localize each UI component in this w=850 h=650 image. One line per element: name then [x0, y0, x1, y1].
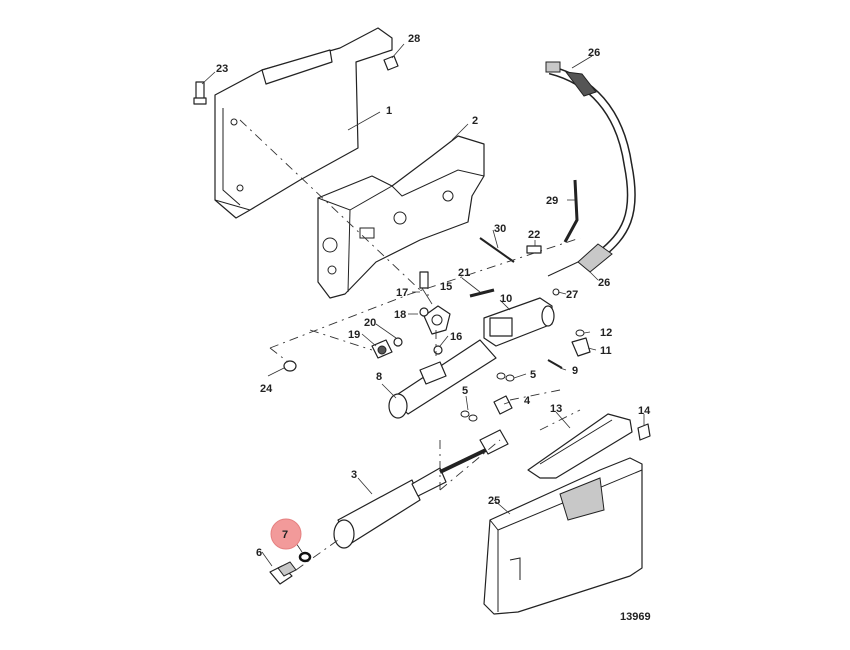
callout-4: 4 [524, 395, 531, 407]
callout-29: 29 [546, 195, 558, 207]
callout-30: 30 [494, 223, 506, 235]
part-15-bracket-fitting [423, 305, 451, 335]
callout-13: 13 [550, 403, 562, 415]
callout-6: 6 [256, 547, 262, 559]
part-16-nut [433, 345, 443, 355]
callout-15: 15 [440, 281, 452, 293]
part-22-pin [526, 245, 542, 254]
callout-17: 17 [396, 287, 408, 299]
callout-2: 2 [472, 115, 478, 127]
part-28-nut [383, 55, 399, 71]
part-5-o-ring-lower-a [460, 410, 470, 418]
callout-25: 25 [488, 495, 500, 507]
callout-10: 10 [500, 293, 512, 305]
part-3-actuator-cylinder [333, 429, 509, 549]
callout-21: 21 [458, 267, 470, 279]
callout-12: 12 [600, 327, 612, 339]
callout-1: 1 [386, 105, 392, 117]
part-19-fitting [371, 339, 393, 359]
diagram-id: 13969 [620, 611, 651, 623]
part-21-rod [469, 288, 495, 298]
callout-26-lower: 26 [598, 277, 610, 289]
part-29-tube [563, 179, 579, 243]
part-11-elbow-fitting [571, 337, 591, 357]
part-8-cylinder [388, 339, 497, 419]
callout-8: 8 [376, 371, 382, 383]
part-13-bracket [527, 413, 633, 479]
part-12-o-ring [575, 329, 585, 337]
part-26-hose [545, 61, 636, 277]
callout-19: 19 [348, 329, 360, 341]
callout-11: 11 [600, 345, 612, 357]
callout-labels: 1 2 3 4 5 5 6 7 8 9 10 11 12 13 14 15 16… [216, 33, 651, 623]
callout-20: 20 [364, 317, 376, 329]
callout-27: 27 [566, 289, 578, 301]
part-24-cap [283, 360, 297, 372]
alignment-lines [239, 119, 581, 571]
callout-7: 7 [282, 529, 288, 541]
callout-3: 3 [351, 469, 357, 481]
part-7-o-ring [298, 551, 312, 563]
part-18-washer [419, 307, 429, 317]
part-17-bolt [419, 271, 429, 289]
callout-9: 9 [572, 365, 578, 377]
part-23-bolt [193, 81, 207, 105]
callout-26-upper: 26 [588, 47, 600, 59]
part-5-o-ring-lower-b [468, 414, 478, 422]
callout-22: 22 [528, 229, 540, 241]
part-6-fitting [269, 561, 297, 585]
part-30-rod [479, 237, 515, 263]
callout-5-lower: 5 [462, 385, 468, 397]
callout-16: 16 [450, 331, 462, 343]
callout-18: 18 [394, 309, 406, 321]
callout-24: 24 [260, 383, 273, 395]
part-14-bolt [637, 423, 651, 441]
part-1-mounting-bracket [214, 27, 393, 219]
part-4-fitting [493, 395, 513, 415]
leader-lines [201, 43, 645, 567]
part-9-screw [547, 359, 563, 369]
part-5-o-ring-upper-a [496, 372, 506, 380]
part-25-control-module [483, 457, 643, 615]
part-20-washer [393, 337, 403, 347]
part-5-o-ring-upper-b [505, 374, 515, 382]
part-2-housing [317, 135, 485, 299]
callout-14: 14 [638, 405, 651, 417]
callout-28: 28 [408, 33, 420, 45]
callout-23: 23 [216, 63, 228, 75]
highlight-marker [270, 518, 302, 550]
part-10-valve-body [483, 297, 555, 347]
callout-5-upper: 5 [530, 369, 536, 381]
